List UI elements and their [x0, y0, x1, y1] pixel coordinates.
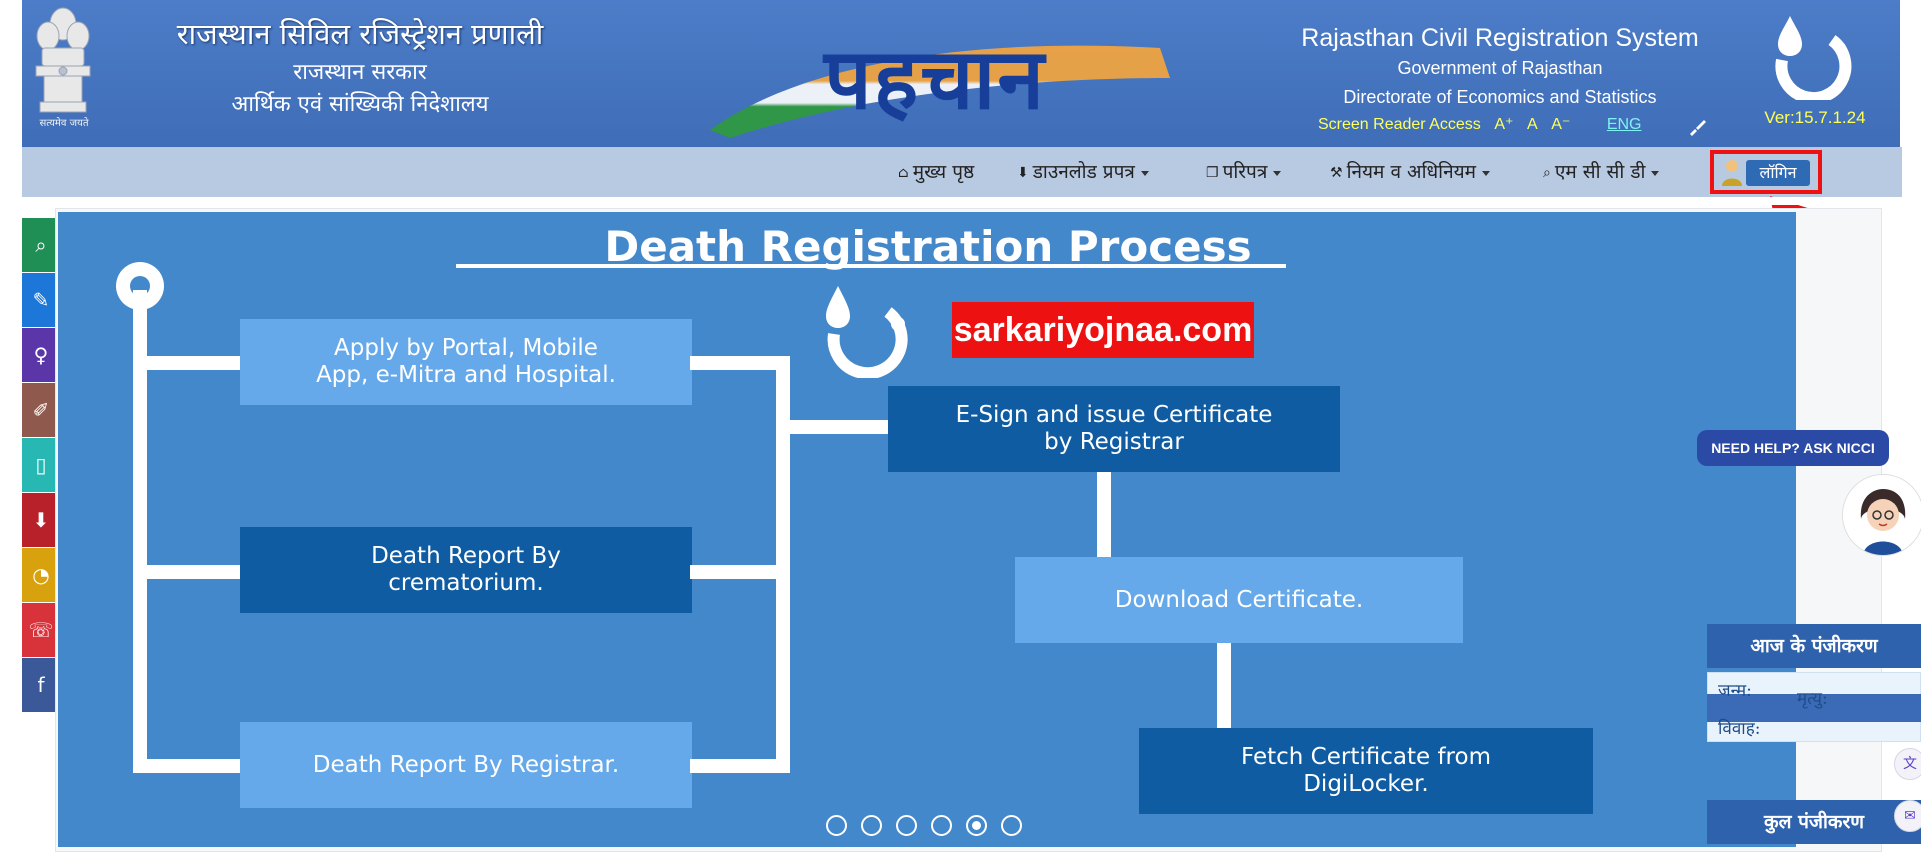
carousel-dot[interactable] [861, 815, 882, 836]
death-label: मृत्यु: [1797, 689, 1828, 709]
help-chat-button[interactable]: NEED HELP? ASK NICCI [1697, 430, 1889, 466]
connector-line [133, 759, 241, 773]
mobile-icon[interactable]: ▯ [22, 438, 60, 492]
version-label: Ver:15.7.1.24 [1764, 108, 1866, 127]
nav-mccd[interactable]: ⌕एम सी सी डी [1543, 158, 1660, 186]
pehchan-logo: पहचान [690, 18, 1180, 143]
phone-icon[interactable]: ☏ [22, 603, 60, 657]
connector-line [133, 356, 241, 370]
nav-home[interactable]: ⌂मुख्य पृष्ठ [898, 158, 974, 186]
gavel-icon: ⚒ [1330, 165, 1343, 181]
hindi-directorate-label: आर्थिक एवं सांख्यिकी निदेशालय [231, 92, 489, 117]
pehchan-logo-text: पहचान [823, 29, 1047, 128]
nav-download-label: डाउनलोड प्रपत्र [1032, 161, 1135, 183]
connector-line [776, 356, 790, 773]
carousel-dot[interactable] [826, 815, 847, 836]
hindi-site-title: राजस्थान सिविल रजिस्ट्रेशन प्रणाली [176, 17, 544, 51]
step-esign-box: E-Sign and issue Certificate by Registra… [888, 386, 1340, 472]
translate-icon[interactable]: 文 [1894, 748, 1921, 780]
carousel-dot[interactable] [896, 815, 917, 836]
nav-download[interactable]: ⬇डाउनलोड प्रपत्र [1017, 158, 1149, 186]
screen-reader-link[interactable]: Screen Reader Access [1318, 116, 1481, 133]
english-site-title: Rajasthan Civil Registration System [1301, 24, 1699, 52]
today-registrations-title: आज के पंजीकरण [1707, 624, 1921, 668]
connector-line [690, 356, 790, 370]
facebook-icon[interactable]: f [22, 658, 60, 712]
search-icon[interactable]: ⌕ [22, 218, 60, 272]
connector-line [690, 759, 790, 773]
step-digilocker-box: Fetch Certificate from DigiLocker. [1139, 728, 1593, 814]
english-government-label: Government of Rajasthan [1397, 58, 1603, 78]
nav-rules-label: नियम व अधिनियम [1346, 161, 1477, 183]
marriage-label: विवाह: [1718, 719, 1761, 739]
language-toggle[interactable]: ENG [1606, 116, 1642, 133]
english-directorate-label: Directorate of Economics and Statistics [1343, 87, 1657, 107]
dashboard-icon[interactable]: ◔ [22, 548, 60, 602]
login-button[interactable]: लॉगिन [1746, 160, 1810, 186]
nicci-assistant-avatar-icon[interactable] [1842, 474, 1921, 556]
theme-brush-icon[interactable] [1688, 118, 1706, 136]
pencil-icon[interactable]: ✐ [22, 383, 60, 437]
hindi-government-label: राजस्थान सरकार [293, 60, 427, 85]
national-emblem-icon [35, 7, 91, 113]
chevron-down-icon [1482, 170, 1491, 176]
tricolor-swoosh-icon [710, 45, 1170, 138]
nav-home-label: मुख्य पृष्ठ [912, 161, 975, 183]
carousel-dot[interactable] [966, 815, 987, 836]
chevron-down-icon [1140, 170, 1149, 176]
step-download-box: Download Certificate. [1015, 557, 1463, 643]
connector-line [690, 565, 790, 579]
nav-mccd-label: एम सी सी डी [1554, 161, 1646, 183]
search-icon: ⌕ [1543, 165, 1551, 181]
watermark-label: sarkariyojnaa.com [952, 302, 1254, 358]
font-increase-button[interactable]: A⁺ [1494, 116, 1514, 133]
user-avatar-icon [1722, 160, 1742, 186]
chevron-down-icon [1651, 170, 1660, 176]
slide-title: Death Registration Process [604, 222, 1252, 271]
step-apply-box: Apply by Portal, Mobile App, e-Mitra and… [240, 319, 692, 405]
nav-circular-label: परिपत्र [1222, 161, 1268, 183]
edit-icon[interactable]: ✎ [22, 273, 60, 327]
person-icon[interactable]: ♀ [22, 328, 60, 382]
download-icon[interactable]: ⬇ [22, 493, 60, 547]
copy-icon: ❐ [1206, 165, 1219, 181]
font-decrease-button[interactable]: A⁻ [1551, 116, 1571, 133]
connector-line [776, 420, 890, 434]
pehchan-emblem-icon [1775, 16, 1852, 100]
chevron-down-icon [1273, 170, 1282, 176]
emblem-caption: सत्यमेव जयते [39, 118, 89, 129]
main-navbar [22, 147, 1902, 197]
nav-separator [22, 197, 1902, 205]
connector-line [133, 290, 147, 772]
font-normal-button[interactable]: A [1527, 116, 1538, 133]
panel-band [1707, 694, 1921, 722]
connector-line [1097, 472, 1111, 558]
accessibility-bar: Screen Reader Access A⁺ A A⁻ ENG [1318, 114, 1651, 136]
download-icon: ⬇ [1017, 165, 1029, 181]
carousel-dot[interactable] [931, 815, 952, 836]
total-registrations-title: कुल पंजीकरण [1707, 800, 1921, 844]
nav-rules[interactable]: ⚒नियम व अधिनियम [1330, 158, 1491, 186]
nav-circular[interactable]: ❐परिपत्र [1206, 158, 1282, 186]
slide-title-underline [456, 264, 1286, 268]
connector-line [133, 565, 241, 579]
birth-label: जन्म: [1718, 681, 1752, 701]
home-icon: ⌂ [898, 165, 909, 181]
feedback-icon[interactable]: ✉ [1894, 800, 1921, 832]
carousel-dot[interactable] [1001, 815, 1022, 836]
pehchan-emblem-icon [826, 286, 908, 378]
connector-line [1217, 643, 1231, 729]
step-registrar-report-box: Death Report By Registrar. [240, 722, 692, 808]
step-crematorium-box: Death Report By crematorium. [240, 527, 692, 613]
